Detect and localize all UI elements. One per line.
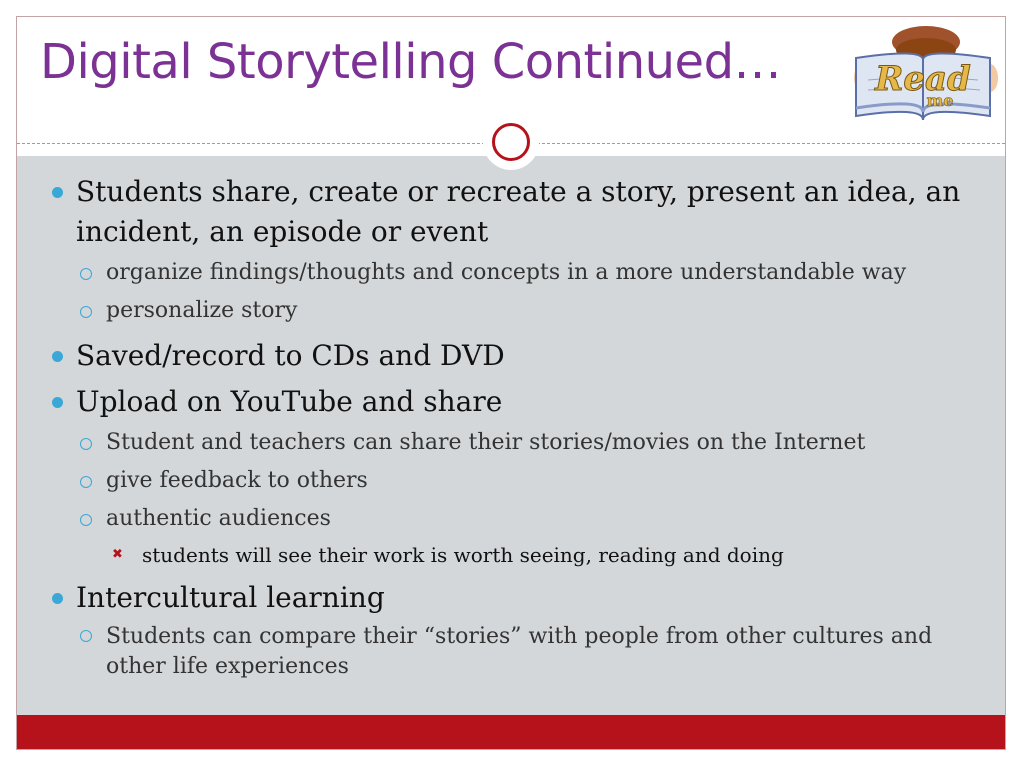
sub-bullet-text: Students can compare their “stories” wit…: [106, 624, 933, 679]
logo-text-me: me: [926, 91, 953, 110]
bullet-ring-icon: [80, 514, 92, 526]
bullet-ring-icon: [80, 630, 92, 642]
bullet-dot-icon: [52, 593, 63, 604]
bullet-dot-icon: [52, 397, 63, 408]
sub-sub-bullet-text: students will see their work is worth se…: [142, 543, 784, 567]
sub-bullet-text: organize findings/thoughts and concepts …: [106, 260, 907, 285]
bullet-ring-icon: [80, 476, 92, 488]
bullet-list: Students share, create or recreate a sto…: [50, 172, 990, 688]
sub-bullet-text: personalize story: [106, 298, 298, 323]
bullet-item: Students share, create or recreate a sto…: [50, 172, 990, 330]
read-me-book-icon: Read me: [848, 20, 998, 130]
cross-bullet-icon: ✖: [112, 547, 123, 562]
bullet-item: Intercultural learning Students can comp…: [50, 578, 990, 682]
sub-bullet-item: Students can compare their “stories” wit…: [76, 620, 990, 682]
sub-bullet-item: organize findings/thoughts and concepts …: [76, 254, 990, 292]
sub-bullet-text: give feedback to others: [106, 468, 368, 493]
bullet-ring-icon: [80, 306, 92, 318]
logo-text-read: Read: [874, 59, 971, 99]
sub-bullet-list: organize findings/thoughts and concepts …: [76, 254, 990, 330]
sub-sub-bullet-list: ✖ students will see their work is worth …: [106, 538, 990, 572]
bullet-text: Students share, create or recreate a sto…: [76, 175, 961, 248]
sub-bullet-text: Student and teachers can share their sto…: [106, 430, 866, 455]
sub-bullet-item: personalize story: [76, 292, 990, 330]
bullet-text: Intercultural learning: [76, 581, 385, 614]
bullet-item: Saved/record to CDs and DVD: [50, 336, 990, 376]
content-area: [17, 156, 1005, 715]
slide-title: Digital Storytelling Continued…: [40, 34, 782, 90]
sub-bullet-item: authentic audiences ✖ students will see …: [76, 500, 990, 572]
bullet-text: Upload on YouTube and share: [76, 385, 503, 418]
sub-bullet-item: Student and teachers can share their sto…: [76, 424, 990, 462]
footer-bar: [17, 715, 1005, 749]
bullet-ring-icon: [80, 268, 92, 280]
bullet-dot-icon: [52, 187, 63, 198]
sub-bullet-text: authentic audiences: [106, 506, 331, 531]
bullet-ring-icon: [80, 438, 92, 450]
bullet-dot-icon: [52, 351, 63, 362]
sub-bullet-list: Student and teachers can share their sto…: [76, 424, 990, 572]
bullet-text: Saved/record to CDs and DVD: [76, 339, 505, 372]
ring-ornament-icon: [483, 114, 539, 170]
bullet-item: Upload on YouTube and share Student and …: [50, 382, 990, 572]
sub-bullet-item: give feedback to others: [76, 462, 990, 500]
sub-sub-bullet-item: ✖ students will see their work is worth …: [106, 538, 990, 572]
sub-bullet-list: Students can compare their “stories” wit…: [76, 620, 990, 682]
